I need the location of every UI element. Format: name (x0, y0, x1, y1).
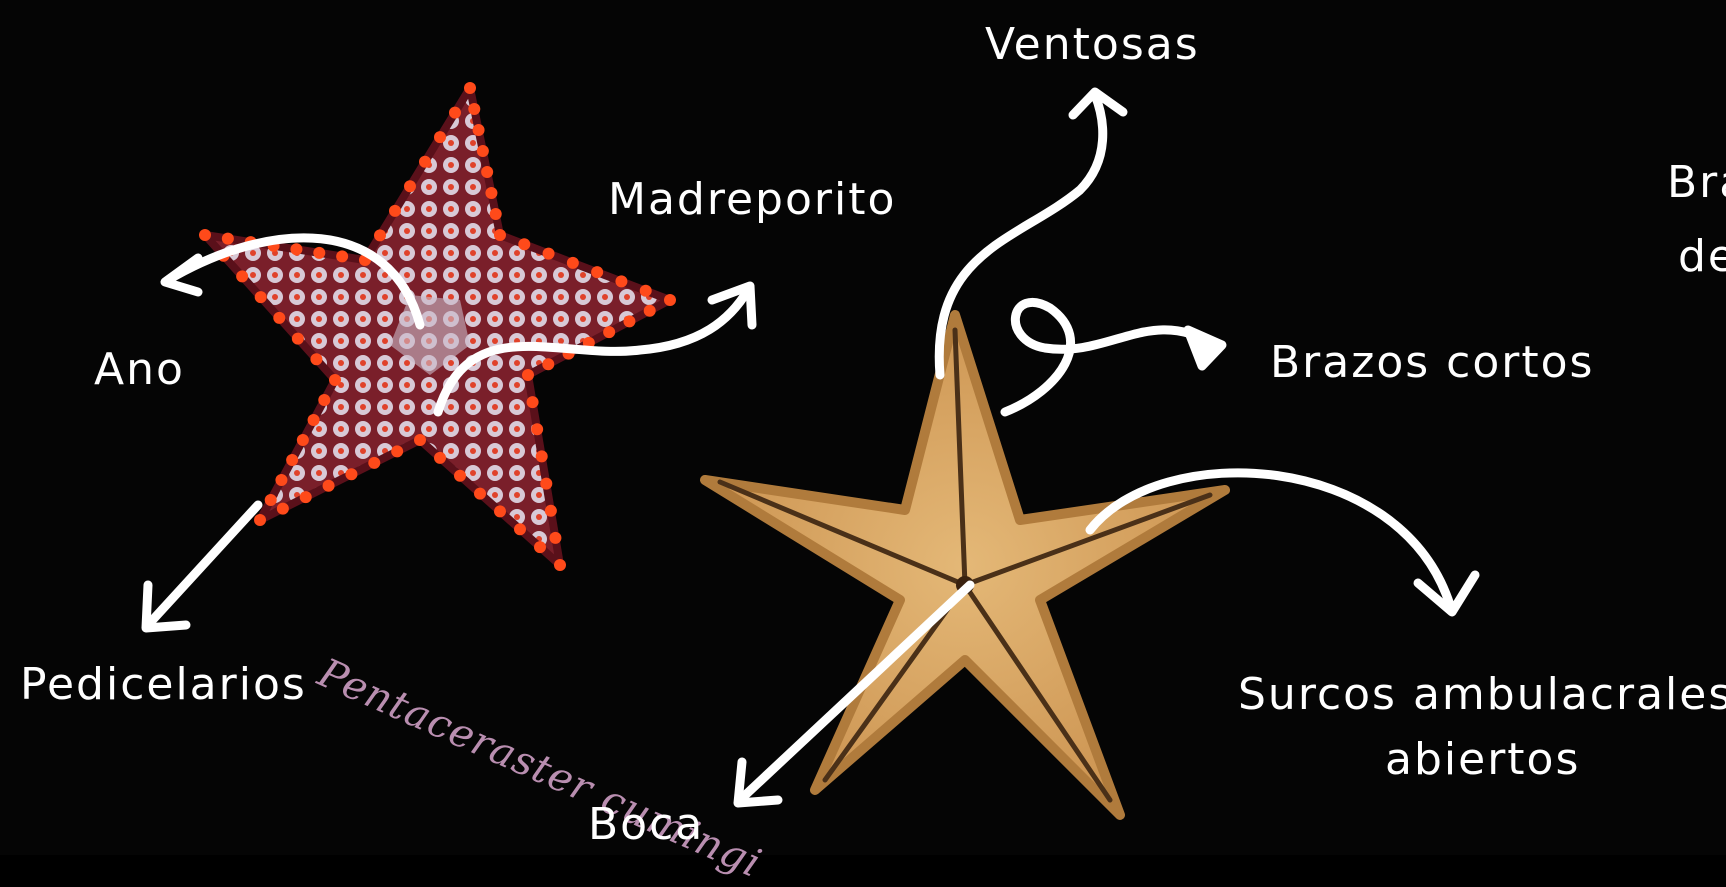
spine (277, 503, 289, 515)
spine (545, 505, 557, 517)
label-ano: Ano (94, 345, 185, 396)
spine (273, 312, 285, 324)
spine (473, 124, 485, 136)
tan-starfish (705, 315, 1225, 815)
spine (540, 478, 552, 490)
spine (297, 434, 309, 446)
spine (222, 233, 234, 245)
spine (477, 145, 489, 157)
label-pedicelarios: Pedicelarios (20, 660, 307, 711)
spine (292, 333, 304, 345)
spine (199, 229, 211, 241)
spine (474, 488, 486, 500)
spine (345, 468, 357, 480)
spine (549, 532, 561, 544)
spine (236, 270, 248, 282)
spine (518, 238, 530, 250)
spine (323, 480, 335, 492)
spine (318, 394, 330, 406)
spine (591, 266, 603, 278)
diagram-canvas: Ano Madreporito Pedicelarios Pentacerast… (0, 0, 1726, 855)
spine (603, 326, 615, 338)
spine (414, 434, 426, 446)
spine (543, 248, 555, 260)
label-madreporito: Madreporito (608, 175, 896, 226)
spine (336, 250, 348, 262)
spine (454, 470, 466, 482)
label-boca: Boca (588, 800, 704, 851)
spine (329, 374, 341, 386)
spine (374, 229, 386, 241)
label-ventosas: Ventosas (985, 20, 1200, 71)
spine (534, 541, 546, 553)
spine (664, 294, 676, 306)
spine (490, 208, 502, 220)
spine (419, 156, 431, 168)
spine (434, 452, 446, 464)
spine (404, 180, 416, 192)
spine (468, 103, 480, 115)
spine (542, 358, 554, 370)
spine (255, 291, 267, 303)
red-starfish (199, 82, 676, 571)
arrow-brazos-cortos (1005, 302, 1215, 412)
arrow-boca (740, 585, 970, 800)
spine (485, 187, 497, 199)
label-surcos-line2: abiertos (1385, 735, 1580, 786)
spine (615, 275, 627, 287)
label-surcos-line1: Surcos ambulacrales (1238, 670, 1726, 721)
spine (531, 423, 543, 435)
spine (308, 414, 320, 426)
spine (313, 247, 325, 259)
arrow-pedicelarios (148, 505, 258, 625)
arrowhead-ano (165, 258, 198, 292)
label-cut-line2: de (1678, 232, 1726, 283)
label-brazos-cortos: Brazos cortos (1270, 338, 1594, 389)
label-cut-line1: Bra (1667, 158, 1726, 209)
arrowhead-brazos-cortos (1188, 330, 1222, 366)
spine (640, 285, 652, 297)
illustration-layer (0, 0, 1726, 855)
spine (275, 474, 287, 486)
spine (481, 166, 493, 178)
spine (389, 205, 401, 217)
spine (254, 514, 266, 526)
spine (623, 315, 635, 327)
spine (368, 457, 380, 469)
spine (434, 131, 446, 143)
spine (536, 450, 548, 462)
spine (265, 494, 277, 506)
spine (464, 82, 476, 94)
spine (449, 107, 461, 119)
spine (567, 257, 579, 269)
spine (644, 305, 656, 317)
spine (554, 559, 566, 571)
spine (300, 491, 312, 503)
spine (494, 505, 506, 517)
spine (514, 523, 526, 535)
spine (522, 369, 534, 381)
spine (286, 454, 298, 466)
spine (494, 229, 506, 241)
spine (290, 243, 302, 255)
spine (310, 353, 322, 365)
spine (527, 396, 539, 408)
spine (391, 445, 403, 457)
